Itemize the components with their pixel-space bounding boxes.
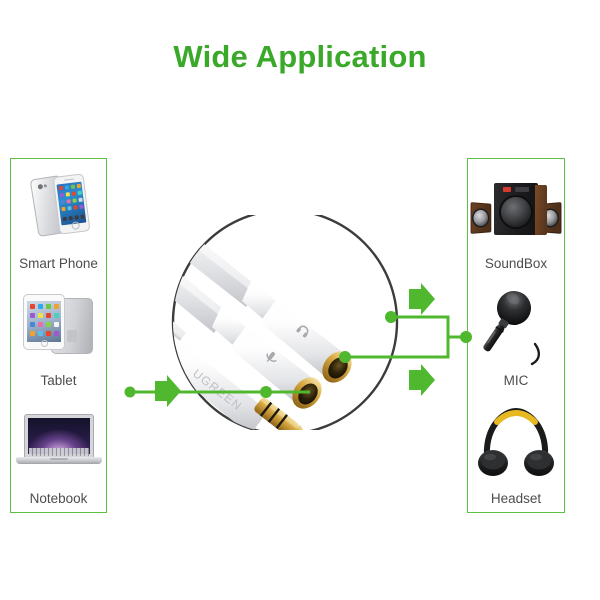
speaker-system-icon	[468, 159, 564, 255]
tablet-icon	[11, 277, 106, 373]
device-tablet: Tablet	[11, 277, 106, 395]
device-label: Notebook	[29, 491, 88, 506]
notebook-icon	[11, 394, 106, 490]
device-soundbox: SoundBox	[468, 159, 564, 277]
device-label: MIC	[503, 373, 529, 389]
device-headset: Headset	[468, 394, 564, 512]
device-label: Smart Phone	[19, 255, 98, 271]
page-title: Wide Application	[173, 39, 427, 74]
input-devices-panel: Smart Phone	[10, 158, 107, 513]
headphones-icon	[468, 394, 564, 490]
device-label: Headset	[490, 491, 542, 506]
smartphone-icon	[11, 159, 106, 255]
microphone-icon	[468, 277, 564, 373]
audio-splitter-cable: UGREEN	[150, 208, 420, 436]
device-label: Tablet	[40, 373, 77, 389]
device-notebook: Notebook	[11, 394, 106, 512]
output-devices-panel: SoundBox	[467, 158, 565, 513]
device-smart-phone: Smart Phone	[11, 159, 106, 277]
device-mic: MIC	[468, 277, 564, 395]
device-label: SoundBox	[484, 255, 548, 271]
